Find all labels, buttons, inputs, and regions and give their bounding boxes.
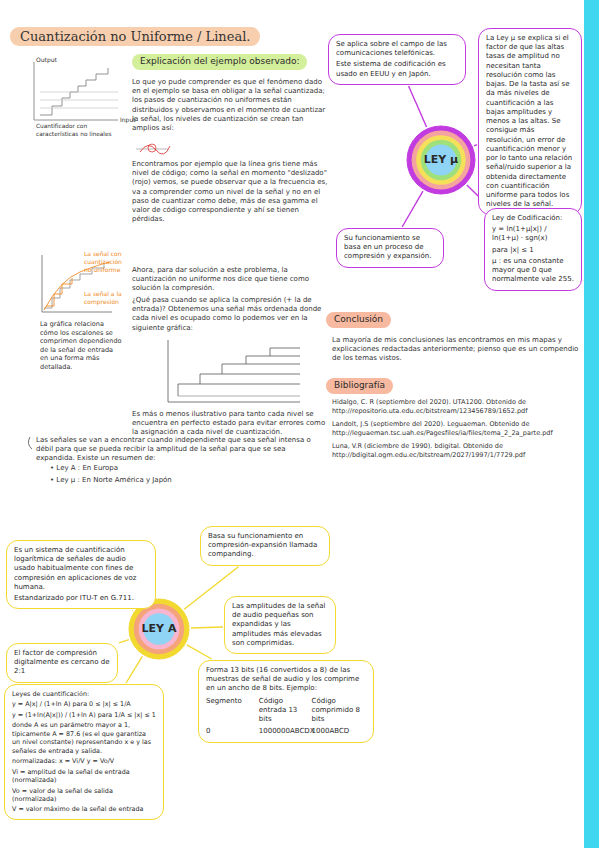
- node-text: Segmento: [206, 697, 259, 706]
- node-text: Conclusión: [334, 314, 383, 326]
- concept-box: El factor de compresión digitalmente es …: [6, 643, 118, 683]
- map-connector: [126, 656, 142, 683]
- node-text: Bibliografía: [334, 380, 385, 392]
- map-connector: [187, 645, 212, 659]
- node-text: Vo = valor de la señal de salida (normal…: [12, 787, 156, 804]
- note-text: Es más o menos ilustrativo para tanto ca…: [132, 410, 328, 438]
- concept-box: Las amplitudes de la señal de audio pequ…: [224, 596, 336, 654]
- node-text: La Ley μ se explica si el factor de que …: [486, 34, 574, 209]
- node-text: Se aplica sobre el campo de las comunica…: [336, 40, 458, 58]
- note-text: Encontramos por ejemplo que la línea gri…: [132, 160, 332, 225]
- section-band: Bibliografía: [326, 378, 393, 394]
- concept-box: La Ley μ se explica si el factor de que …: [478, 28, 582, 215]
- note-text: • Ley A : En Europa: [50, 464, 250, 473]
- node-text: Su funcionamiento se basa en un proceso …: [344, 234, 436, 262]
- map-connector: [402, 191, 423, 227]
- note-text: Landolt, J.S (septiembre del 2020). Legu…: [332, 420, 582, 437]
- concept-box: Leyes de cuantificación: y = A|x| / (1+ln…: [4, 684, 164, 820]
- node-text: para |x| ≤ 1: [492, 246, 574, 255]
- concept-box: Ley de Codificación: y = ln(1+μ|x|) / ln(…: [484, 208, 582, 291]
- title-band: Cuantización no Uniforme / Lineal.: [10, 27, 260, 46]
- section-band: Explicación del ejemplo observado:: [132, 54, 307, 70]
- map-connector: [409, 86, 427, 127]
- node-text: 1000ABCD: [312, 727, 365, 736]
- note-text: ¿Qué pasa cuando se aplica la compresión…: [132, 296, 328, 333]
- note-text: Hidalgo, C. R (septiembre del 2020). UTA…: [332, 398, 582, 415]
- concept-box: Basa su funcionamiento en compresión-exp…: [200, 526, 330, 566]
- map-connector: [119, 640, 129, 643]
- concept-box: Su funcionamiento se basa en un proceso …: [336, 228, 444, 268]
- concept-box: Es un sistema de cuantificación logarítm…: [6, 540, 156, 609]
- node-text: Leyes de cuantificación:: [12, 690, 156, 698]
- node-text: Vi = amplitud de la señal de entrada (no…: [12, 768, 156, 785]
- note-text: La mayoría de mis conclusiones las encon…: [332, 336, 580, 364]
- node-text: Las amplitudes de la señal de audio pequ…: [232, 602, 328, 648]
- concept-box: Forma 13 bits (16 convertidos a 8) de la…: [198, 660, 374, 743]
- node-text: El factor de compresión digitalmente es …: [14, 649, 110, 677]
- note-text: Ahora, para dar solución a este problema…: [132, 266, 328, 294]
- node-text: Forma 13 bits (16 convertidos a 8) de la…: [206, 666, 366, 694]
- note-text: Output: [36, 56, 76, 64]
- node-text: y = (1+ln(A|x|)) / (1+ln A) para 1/A ≤ |…: [12, 711, 156, 719]
- concept-box: Se aplica sobre el campo de las comunica…: [328, 34, 466, 85]
- note-text: La señal a la compresión: [84, 290, 124, 306]
- map-connector: [191, 627, 223, 628]
- node-text: Código comprimido 8 bits: [312, 697, 365, 725]
- node-text: LEY A: [142, 622, 177, 637]
- node-text: V = valor máximo de la señal de entrada: [12, 805, 156, 813]
- node-text: Es un sistema de cuantificación logarítm…: [14, 546, 148, 592]
- side-bar: [584, 0, 599, 848]
- note-text: Cuantificador con características no lin…: [36, 123, 116, 138]
- note-text: • Ley μ : En Norte América y Japón: [50, 476, 270, 485]
- node-text: LEY μ: [424, 153, 458, 168]
- node-text: Este sistema de codificación es usado en…: [336, 60, 458, 78]
- map-connector: [474, 145, 477, 146]
- node-text: donde A es un parámetro mayor a 1, típic…: [12, 721, 156, 755]
- section-band: Conclusión: [326, 312, 391, 328]
- node-text: normalizadas: x = Vi/V y = Vo/V: [12, 757, 156, 765]
- node-text: μ : es una constante mayor que 0 que nor…: [492, 257, 574, 285]
- note-text: Las señales se van a encontrar cuando in…: [36, 436, 322, 464]
- node-text: Código entrada 13 bits: [259, 697, 312, 725]
- node-text: Estandarizado por ITU-T en G.711.: [14, 594, 148, 603]
- note-text: Lo que yo pude comprender es que el fenó…: [132, 78, 328, 133]
- node-text: 0: [206, 727, 259, 736]
- center-circle: LEY μ: [406, 125, 476, 195]
- note-text: La señal con cuantización no uniforme: [84, 250, 124, 274]
- note-text: Luna, V.R (diciembre de 1990). bdigital.…: [332, 442, 582, 459]
- node-text: y = ln(1+μ|x|) / ln(1+μ) · sgn(x): [492, 225, 574, 243]
- node-text: Ley de Codificación:: [492, 214, 574, 223]
- node-text: y = A|x| / (1+ln A) para 0 ≤ |x| ≤ 1/A: [12, 700, 156, 708]
- node-text: Basa su funcionamiento en compresión-exp…: [208, 532, 322, 560]
- node-text: Explicación del ejemplo observado:: [140, 56, 299, 68]
- note-text: La gráfica relaciona cómo los escalones …: [40, 320, 122, 371]
- node-text: 1000000ABCDX: [259, 727, 312, 736]
- map-connector: [132, 610, 134, 612]
